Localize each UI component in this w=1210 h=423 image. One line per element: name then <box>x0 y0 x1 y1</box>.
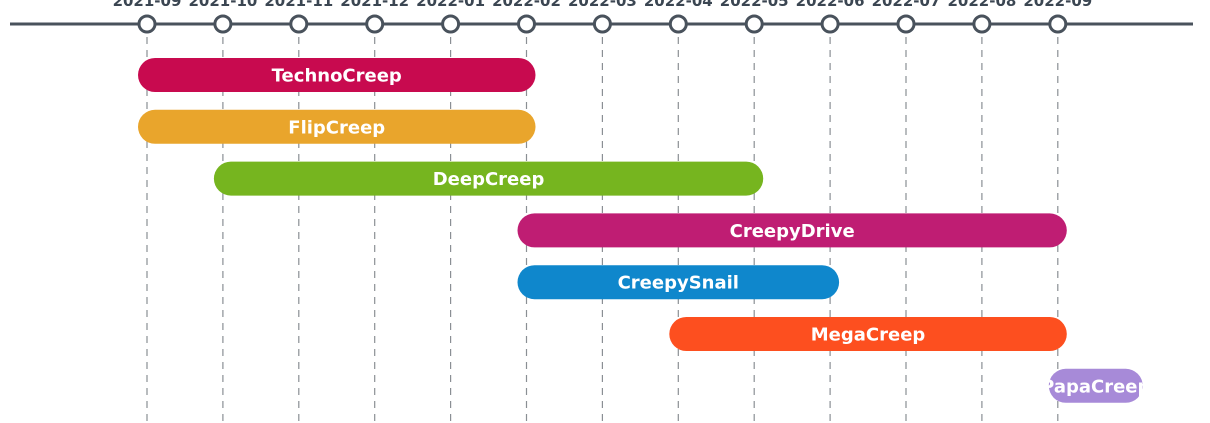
month-marker <box>592 14 612 34</box>
project-bar-creepydrive: CreepyDrive <box>517 213 1067 248</box>
bar-label: FlipCreep <box>288 117 385 138</box>
bar-label: MegaCreep <box>811 325 926 346</box>
project-bar-creepysnail: CreepySnail <box>517 265 840 300</box>
month-label: 2022-09 <box>1023 0 1092 10</box>
bar-shape <box>213 161 764 196</box>
month-label: 2022-02 <box>492 0 561 10</box>
bar-label: CreepySnail <box>618 273 739 294</box>
month-marker <box>137 14 157 34</box>
bar-shape <box>1048 368 1143 403</box>
month-label: 2022-04 <box>644 0 713 10</box>
month-markers <box>137 14 1068 34</box>
project-bar-technocreep: TechnoCreep <box>138 58 536 92</box>
bar-shape <box>669 317 1067 351</box>
month-marker <box>820 14 840 34</box>
month-label: 2022-03 <box>568 0 637 10</box>
bar-label: TechnoCreep <box>272 66 402 87</box>
bar-label: DeepCreep <box>433 169 545 190</box>
month-labels: 2021-09 2021-10 2021-11 2021-12 2022-01 2022-… <box>113 0 1093 10</box>
project-bar-deepcreep: DeepCreep <box>213 161 764 196</box>
month-label: 2022-01 <box>416 0 485 10</box>
bar-shape <box>517 213 1067 248</box>
bar-shape <box>138 109 536 144</box>
bar-label: PapaCreep <box>1041 376 1150 397</box>
month-marker <box>365 14 385 34</box>
project-bar-flipcreep: FlipCreep <box>138 109 536 144</box>
month-label: 2021-12 <box>340 0 409 10</box>
month-marker <box>668 14 688 34</box>
month-label: 2022-07 <box>872 0 941 10</box>
month-marker <box>289 14 309 34</box>
month-marker <box>517 14 536 34</box>
bar-label: CreepyDrive <box>730 221 855 242</box>
bar-shape <box>517 265 840 300</box>
project-bars: TechnoCreepFlipCreepDeepCreepCreepyDrive… <box>138 58 1150 403</box>
month-label: 2021-09 <box>113 0 182 10</box>
month-label: 2022-08 <box>947 0 1016 10</box>
project-bar-megacreep: MegaCreep <box>669 317 1067 351</box>
month-label: 2021-10 <box>188 0 257 10</box>
bar-shape <box>138 58 536 92</box>
month-label: 2022-05 <box>720 0 789 10</box>
month-marker <box>744 14 764 34</box>
month-marker <box>213 14 233 34</box>
month-label: 2022-06 <box>796 0 865 10</box>
project-bar-papacreep: PapaCreep <box>1041 368 1150 403</box>
month-marker <box>972 14 992 34</box>
month-marker <box>441 14 461 34</box>
month-label: 2021-11 <box>264 0 333 10</box>
month-marker <box>1048 14 1068 34</box>
month-marker <box>896 14 916 34</box>
